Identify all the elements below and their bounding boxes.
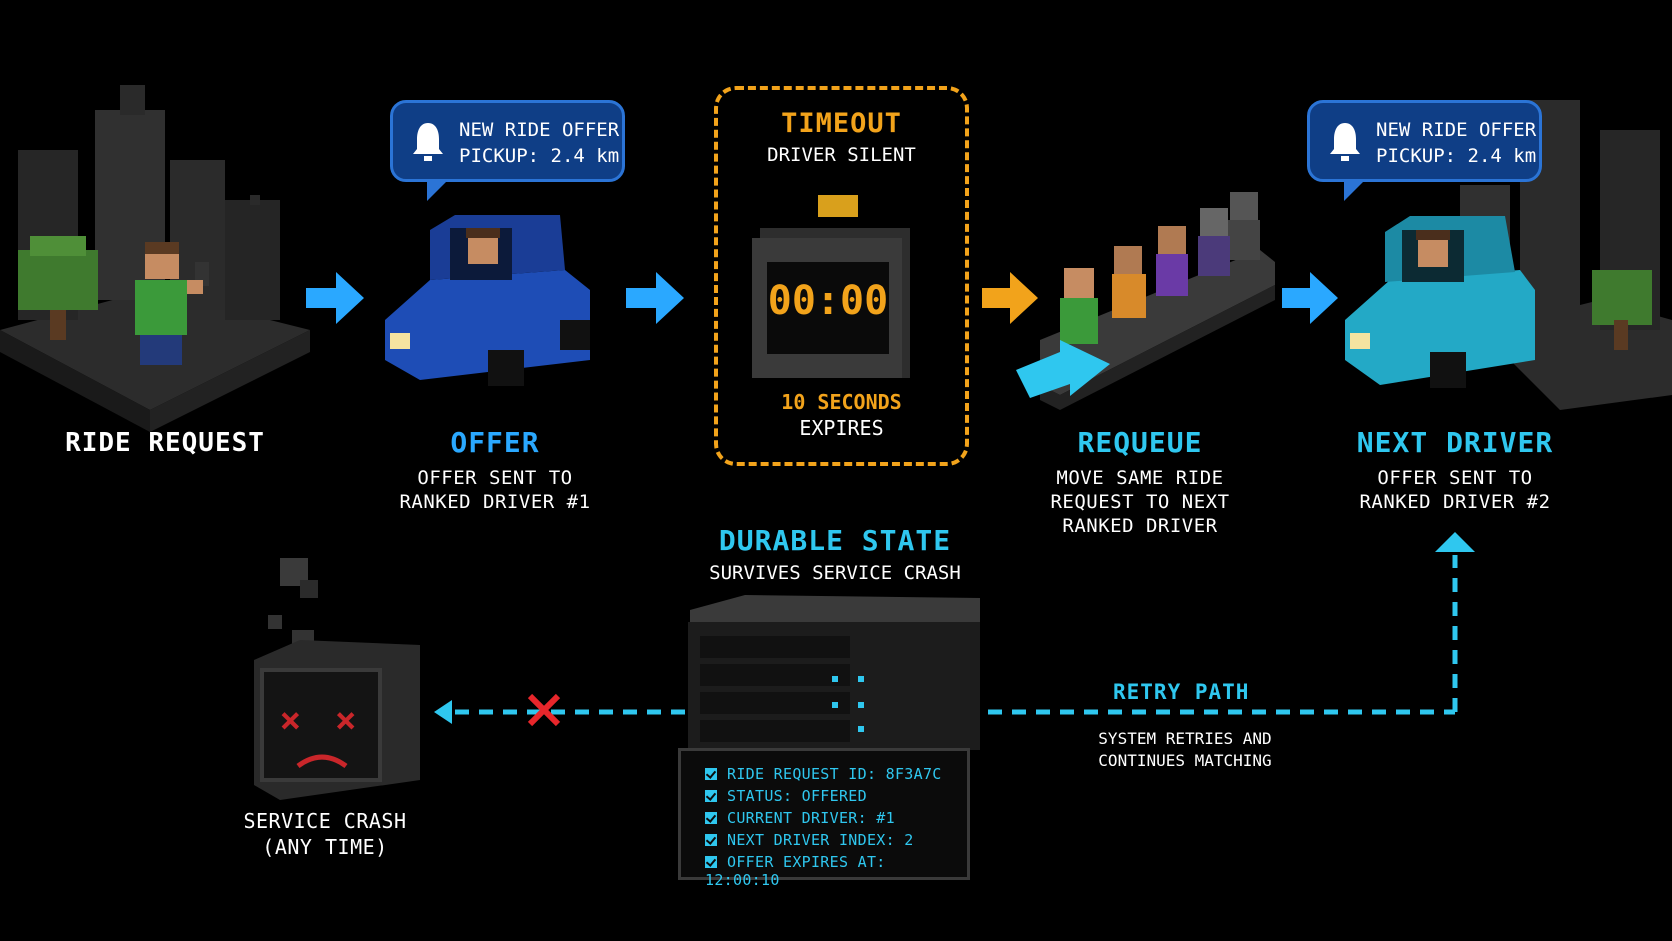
check-icon: [705, 790, 717, 802]
check-icon: [705, 856, 717, 868]
crash-line-2: (ANY TIME): [262, 835, 388, 859]
person-with-phone: [135, 242, 209, 365]
state-item: STATUS: OFFERED: [705, 787, 867, 805]
server-rack: [688, 595, 980, 750]
state-item: RIDE REQUEST ID: 8F3A7C: [705, 765, 942, 783]
bell-icon: [1330, 123, 1360, 161]
bubble-tail: [427, 179, 449, 201]
crash-line-1: SERVICE CRASH: [243, 809, 407, 833]
timer-device: [752, 195, 910, 378]
timeout-seconds: 10 SECONDS: [781, 390, 902, 414]
service-crash-label: SERVICE CRASH (ANY TIME): [225, 808, 425, 860]
teal-car: [1345, 216, 1535, 388]
requeue-description: MOVE SAME RIDE REQUEST TO NEXT RANKED DR…: [1010, 466, 1270, 538]
state-item: NEXT DRIVER INDEX: 2: [705, 831, 914, 849]
timer-display: 00:00: [767, 278, 889, 324]
next-driver-description: OFFER SENT TO RANKED DRIVER #2: [1330, 466, 1580, 514]
next-notification-bubble: NEW RIDE OFFER PICKUP: 2.4 km: [1307, 100, 1542, 201]
timeout-title: TIMEOUT: [781, 108, 902, 139]
check-icon: [705, 834, 717, 846]
retry-line-2: CONTINUES MATCHING: [1098, 751, 1272, 770]
crash-connector: [434, 693, 685, 727]
requeue-desc-line-2: REQUEST TO NEXT: [1050, 491, 1230, 513]
flow-arrow-2: [626, 272, 684, 324]
crashed-monitor: [254, 558, 420, 800]
requeue-title: REQUEUE: [1077, 426, 1203, 459]
state-item: OFFER EXPIRES AT: 12:00:10: [705, 853, 886, 889]
ride-request-title: RIDE REQUEST: [65, 428, 265, 458]
blue-car: [385, 215, 590, 386]
retry-path-title: RETRY PATH: [1113, 680, 1250, 704]
state-item: CURRENT DRIVER: #1: [705, 809, 895, 827]
retry-line-1: SYSTEM RETRIES AND: [1098, 729, 1272, 748]
offer-title: OFFER: [450, 426, 540, 459]
bubble-line-1: NEW RIDE OFFER: [459, 119, 620, 141]
flow-arrow-4: [1282, 272, 1338, 324]
offer-desc-line-1: OFFER SENT TO: [417, 467, 573, 489]
durable-state-title: DURABLE STATE: [718, 524, 952, 557]
bell-icon: [413, 123, 443, 161]
retry-connector: [988, 532, 1475, 715]
requeue-desc-line-1: MOVE SAME RIDE: [1056, 467, 1224, 489]
flow-arrow-3: [982, 272, 1038, 324]
requeue-queue: [1016, 192, 1275, 410]
offer-notification-bubble: NEW RIDE OFFER PICKUP: 2.4 km: [390, 100, 625, 201]
offer-desc-line-2: RANKED DRIVER #1: [399, 491, 591, 513]
timeout-expires: EXPIRES: [799, 416, 884, 440]
durable-state-subtitle: SURVIVES SERVICE CRASH: [709, 562, 961, 584]
next-desc-line-1: OFFER SENT TO: [1377, 467, 1533, 489]
bubble-tail: [1344, 179, 1366, 201]
bubble-line-2: PICKUP: 2.4 km: [459, 145, 620, 167]
check-icon: [705, 768, 717, 780]
timeout-subtitle: DRIVER SILENT: [767, 144, 916, 166]
retry-description: SYSTEM RETRIES AND CONTINUES MATCHING: [1070, 728, 1300, 772]
requeue-desc-line-3: RANKED DRIVER: [1062, 515, 1218, 537]
state-record-panel: RIDE REQUEST ID: 8F3A7C STATUS: OFFERED …: [678, 748, 970, 889]
frown-icon: [296, 754, 348, 768]
bubble-line-2: PICKUP: 2.4 km: [1376, 145, 1537, 167]
next-driver-title: NEXT DRIVER: [1356, 426, 1554, 459]
next-desc-line-2: RANKED DRIVER #2: [1359, 491, 1551, 513]
bubble-line-1: NEW RIDE OFFER: [1376, 119, 1537, 141]
timeout-box: [714, 86, 969, 466]
tree-left: [18, 236, 98, 340]
check-icon: [705, 812, 717, 824]
offer-description: OFFER SENT TO RANKED DRIVER #1: [370, 466, 620, 514]
dead-eyes-icon: × ×: [279, 700, 363, 741]
flow-arrow-1: [306, 272, 364, 324]
